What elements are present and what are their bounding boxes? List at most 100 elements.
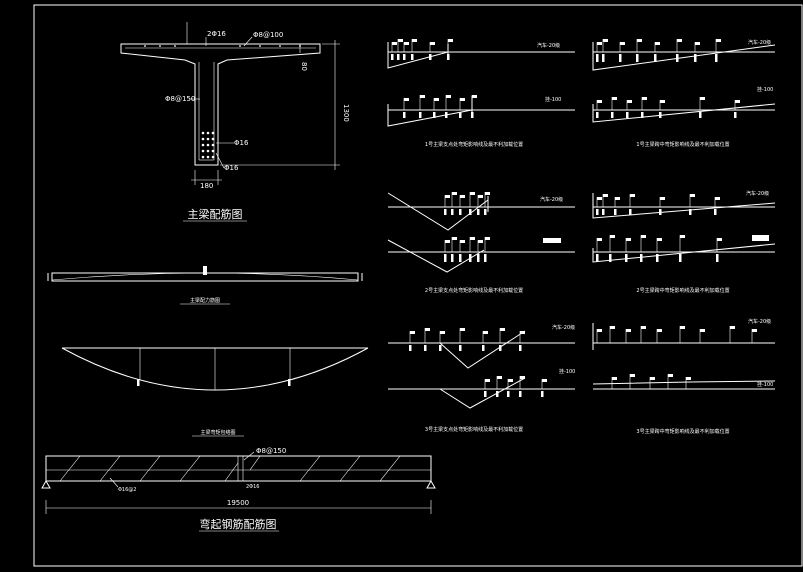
panel-2-label-top: 汽车-20级 bbox=[748, 39, 771, 46]
load-marker-flag bbox=[610, 235, 615, 238]
ordinate-bar bbox=[451, 254, 454, 262]
ordinate-bar bbox=[541, 391, 544, 397]
ordinate-bar bbox=[676, 54, 679, 62]
bent-label-left: Φ16@2 bbox=[118, 487, 136, 493]
panel-2-caption: 1号主梁跨中弯矩影响线及最不利加载位置 bbox=[636, 141, 729, 148]
ordinate-bar bbox=[640, 254, 643, 262]
panel-6-label-top: 汽车-20级 bbox=[748, 318, 771, 325]
load-marker-flag bbox=[603, 194, 608, 197]
ordinate-bar bbox=[636, 54, 639, 62]
load-marker-flag bbox=[603, 39, 608, 42]
load-marker-flag bbox=[452, 192, 457, 195]
load-marker-flag bbox=[641, 326, 646, 329]
load-markers bbox=[391, 39, 757, 397]
load-marker-flag bbox=[660, 197, 665, 200]
ordinate-bar bbox=[469, 254, 472, 262]
load-marker-flag bbox=[440, 331, 445, 334]
load-marker-flag bbox=[630, 194, 635, 197]
influence-panel-6: 汽车-20级 挂-100 3号主梁跨中弯矩影响线及最不利加载位置 bbox=[592, 318, 776, 435]
load-marker-flag bbox=[657, 329, 662, 332]
beam-section: 2Φ16 Φ8@100 Φ8@150 Φ16 Φ16 1300 80 180 主… bbox=[120, 22, 350, 222]
load-marker-flag bbox=[668, 374, 673, 377]
panel-5-label-top: 汽车-20级 bbox=[552, 324, 575, 331]
flat-beam-caption: 主梁配力筋图 bbox=[190, 297, 220, 304]
ordinate-bar bbox=[679, 254, 682, 262]
load-marker-flag bbox=[452, 237, 457, 240]
ordinate-bar bbox=[602, 209, 605, 215]
load-marker-flag bbox=[677, 39, 682, 42]
ordinate-bar bbox=[477, 254, 480, 262]
load-marker-flag bbox=[520, 331, 525, 334]
load-marker-flag bbox=[695, 42, 700, 45]
ordinate-bar bbox=[659, 209, 662, 215]
ordinate-bar bbox=[716, 254, 719, 262]
ordinate-bar bbox=[641, 112, 644, 118]
load-marker-flag bbox=[597, 100, 602, 103]
ordinate-bar bbox=[424, 345, 427, 351]
load-marker-flag bbox=[404, 42, 409, 45]
load-marker-flag bbox=[420, 95, 425, 98]
ordinate-bar bbox=[689, 209, 692, 215]
ordinate-bar bbox=[596, 112, 599, 118]
load-marker-flag bbox=[497, 376, 502, 379]
rebar-dots bbox=[144, 45, 301, 159]
load-marker-flag bbox=[478, 240, 483, 243]
ordinate-bar bbox=[715, 54, 718, 62]
panel-6-caption: 3号主梁跨中弯矩影响线及最不利加载位置 bbox=[636, 428, 729, 435]
load-marker-flag bbox=[715, 197, 720, 200]
ordinate-bar bbox=[699, 112, 702, 118]
ordinate-bar bbox=[419, 112, 422, 118]
load-marker-flag bbox=[752, 329, 757, 332]
load-marker-flag bbox=[650, 377, 655, 380]
ordinate-bar bbox=[656, 254, 659, 262]
load-marker-flag bbox=[626, 238, 631, 241]
ordinate-bar bbox=[459, 254, 462, 262]
load-marker-flag bbox=[612, 377, 617, 380]
load-marker-flag bbox=[460, 98, 465, 101]
load-marker-flag bbox=[392, 42, 397, 45]
load-marker-flag bbox=[508, 379, 513, 382]
ordinate-bar bbox=[519, 391, 522, 397]
ordinate-bar bbox=[619, 54, 622, 62]
load-marker-flag bbox=[542, 379, 547, 382]
panel-5-label-bottom: 挂-100 bbox=[559, 368, 575, 375]
load-marker-flag bbox=[630, 374, 635, 377]
ordinate-bar bbox=[629, 209, 632, 215]
load-marker-flag bbox=[730, 326, 735, 329]
ordinate-bar bbox=[499, 345, 502, 351]
ordinate-bar bbox=[477, 209, 480, 215]
rebar-bottom-label-1: Φ16 bbox=[234, 139, 249, 147]
ordinate-bar bbox=[444, 209, 447, 215]
ordinate-bar bbox=[471, 112, 474, 118]
ordinate-bar bbox=[596, 54, 599, 62]
influence-panel-3: 汽车-20级 2号主梁支点处弯矩影响线及最不利加载位置 bbox=[387, 192, 575, 294]
panel-4-caption: 2号主梁跨中弯矩影响线及最不利加载位置 bbox=[636, 287, 729, 294]
load-marker-flag bbox=[597, 42, 602, 45]
load-marker-flag bbox=[460, 328, 465, 331]
ordinate-bar bbox=[409, 345, 412, 351]
dim-flange: 80 bbox=[300, 62, 308, 71]
ordinate-bar bbox=[445, 112, 448, 118]
panel-1-caption: 1号主梁支点处弯矩影响线及最不利加载位置 bbox=[425, 141, 523, 148]
load-marker-flag bbox=[485, 379, 490, 382]
load-marker-flag bbox=[620, 42, 625, 45]
panel-2-label-bottom: 挂-100 bbox=[757, 86, 773, 93]
load-marker-flag bbox=[446, 95, 451, 98]
influence-panel-2: 汽车-20级 挂-100 1号主梁跨中弯矩影响线及最不利加载位置 bbox=[592, 39, 776, 148]
bent-rebar: Φ8@150 Φ16@2 2Φ16 19500 弯起钢筋配筋图 bbox=[41, 447, 436, 532]
ordinate-bar bbox=[714, 209, 717, 215]
load-marker-flag bbox=[448, 39, 453, 42]
ordinate-bar bbox=[734, 112, 737, 118]
ordinate-bar bbox=[403, 112, 406, 118]
load-marker-flag bbox=[612, 97, 617, 100]
panel-4-label-top: 汽车-20级 bbox=[746, 190, 769, 197]
load-marker-flag bbox=[655, 42, 660, 45]
ordinate-bar bbox=[596, 209, 599, 215]
panel-3-caption: 2号主梁支点处弯矩影响线及最不利加载位置 bbox=[425, 287, 523, 294]
load-marker-flag bbox=[478, 195, 483, 198]
ordinate-bar bbox=[469, 209, 472, 215]
rebar-top-label: Φ8@100 bbox=[253, 31, 283, 39]
ordinate-bar bbox=[694, 54, 697, 62]
load-marker-flag bbox=[615, 197, 620, 200]
influence-panel-1: 汽车-20级 挂-100 1号主梁支点处弯矩影响线及最不利加载位置 bbox=[387, 42, 575, 148]
